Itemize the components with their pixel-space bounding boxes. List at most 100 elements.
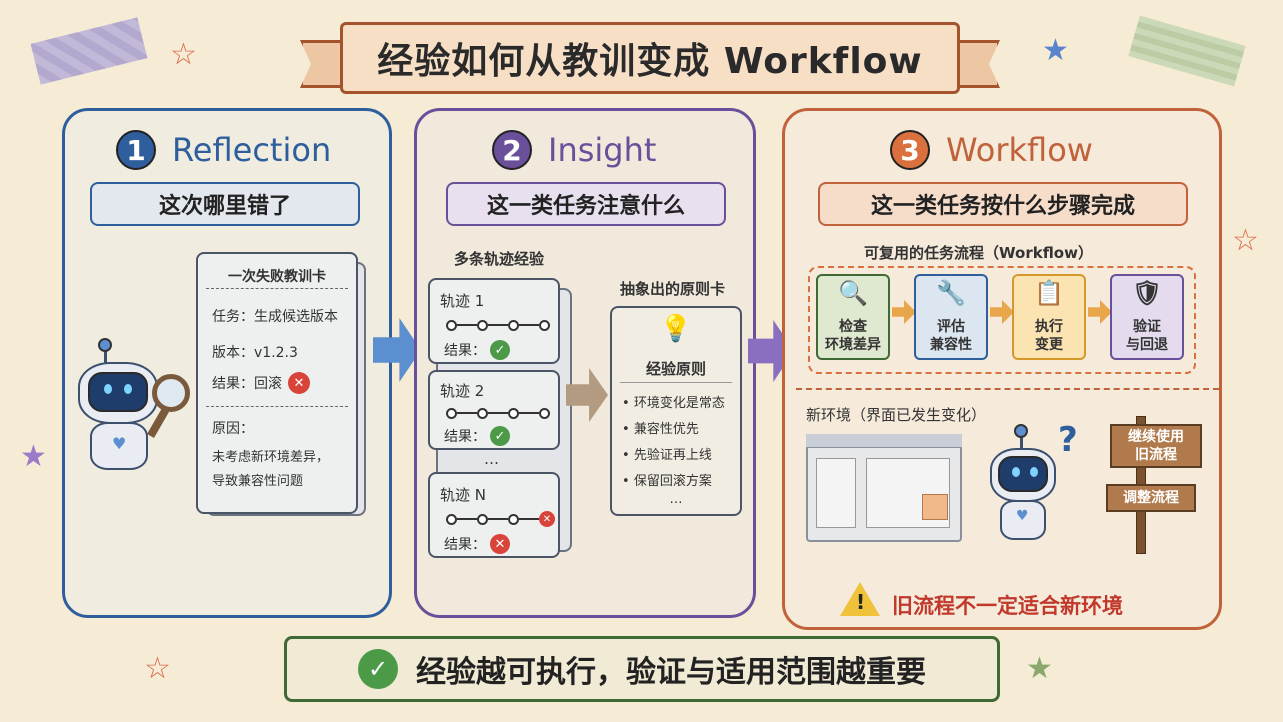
- divider: [206, 288, 348, 289]
- robot-eye: [1012, 467, 1020, 477]
- workflow-header: 可复用的任务流程（Workflow）: [864, 244, 1093, 262]
- robot-antenna: [1020, 430, 1023, 450]
- panel-workflow-subtitle: 这一类任务按什么步骤完成: [818, 182, 1188, 226]
- magnifier-icon: [152, 374, 190, 412]
- sign-keep-old-workflow: 继续使用 旧流程: [1110, 424, 1202, 468]
- step-number-badge: 3: [890, 130, 930, 170]
- failure-lesson-card: 一次失败教训卡 任务：生成候选版本 版本：v1.2.3 结果：回滚 ✕ 原因： …: [196, 252, 358, 514]
- trajectory-result: 结果：✕: [444, 534, 510, 554]
- step-label: 执行: [1035, 319, 1063, 335]
- step-label: 兼容性: [930, 337, 972, 353]
- workflow-step-verify: 🛡 验证 与回退: [1110, 274, 1184, 360]
- result-label: 结果：: [444, 429, 486, 445]
- star-icon: ☆: [170, 37, 197, 72]
- warning-icon-mark: !: [856, 590, 866, 614]
- principle-header: 抽象出的原则卡: [620, 280, 726, 298]
- divider: [796, 388, 1219, 390]
- robot-eye: [104, 384, 112, 394]
- principle-title: 经验原则: [645, 360, 706, 378]
- washi-tape-left: [30, 17, 148, 85]
- step-number-badge: 2: [492, 130, 532, 170]
- trajectory-label: 轨迹 1: [440, 292, 485, 310]
- principle-item: • 环境变化是常态: [622, 396, 725, 411]
- principle-item: • 兼容性优先: [622, 422, 699, 437]
- robot-antenna-ball: [1014, 424, 1028, 438]
- star-icon: ★: [1026, 651, 1053, 686]
- workflow-step-evaluate: 🔧 评估 兼容性: [914, 274, 988, 360]
- checklist-icon: 📋: [1034, 279, 1064, 307]
- window-titlebar: [806, 434, 962, 448]
- panel-reflection-subtitle: 这次哪里错了: [90, 182, 360, 226]
- more-trajectories: …: [484, 450, 499, 468]
- step-label: 评估: [937, 319, 965, 335]
- step-label: 环境差异: [825, 337, 881, 353]
- robot-body: [90, 422, 148, 470]
- panel-title-text: Insight: [548, 131, 657, 169]
- star-icon: ★: [1042, 33, 1069, 68]
- robot-eye: [124, 384, 132, 394]
- sign-text: 继续使用: [1128, 429, 1184, 445]
- trajectory-card-n: 轨迹 N ✕ 结果：✕: [428, 472, 560, 558]
- step-label: 变更: [1035, 337, 1063, 353]
- step-number-badge: 1: [116, 130, 156, 170]
- panel-title-text: Workflow: [946, 131, 1093, 169]
- robot-face: [88, 372, 148, 412]
- panel-title-text: Reflection: [172, 131, 332, 169]
- workflow-step-execute: 📋 执行 变更: [1012, 274, 1086, 360]
- magnifier-icon: 🔍: [838, 279, 868, 307]
- card-task: 任务：生成候选版本: [212, 309, 338, 325]
- wrench-icon: 🔧: [936, 279, 966, 307]
- page-title: 经验如何从教训变成 Workflow: [340, 22, 960, 94]
- key-takeaway-text: 经验越可执行，验证与适用范围越重要: [416, 655, 926, 690]
- star-icon: ★: [20, 439, 47, 474]
- step-label: 检查: [839, 319, 867, 335]
- trajectory-label: 轨迹 N: [440, 486, 486, 504]
- sign-adjust-workflow: 调整流程: [1106, 484, 1196, 512]
- panel-reflection-title: 1 Reflection: [116, 130, 331, 170]
- success-check-icon: ✓: [490, 340, 510, 360]
- card-reason-label: 原因：: [212, 421, 254, 437]
- result-label: 结果：: [444, 343, 486, 359]
- robot-antenna-ball: [98, 338, 112, 352]
- trajectory-path: [446, 318, 550, 332]
- robot-antenna: [104, 344, 107, 366]
- card-result-text: 结果：回滚: [212, 376, 282, 392]
- lightbulb-icon: 💡: [659, 314, 693, 344]
- workflow-dashed-frame: [808, 266, 1196, 374]
- check-circle-icon: ✓: [358, 649, 398, 689]
- step-label: 验证: [1133, 319, 1161, 335]
- robot-body: [1000, 500, 1046, 540]
- panel-insight-title: 2 Insight: [492, 130, 656, 170]
- panel-workflow-title: 3 Workflow: [890, 130, 1093, 170]
- heart-icon: ♥: [112, 434, 127, 453]
- trajectory-result: 结果：✓: [444, 426, 510, 446]
- robot-eye: [1030, 467, 1038, 477]
- card-title: 一次失败教训卡: [228, 269, 326, 285]
- principle-more: …: [669, 492, 683, 507]
- star-icon: ☆: [144, 651, 171, 686]
- star-icon: ☆: [1232, 223, 1259, 258]
- success-check-icon: ✓: [490, 426, 510, 446]
- window-highlight: [922, 494, 948, 520]
- washi-tape-right: [1128, 15, 1246, 87]
- trajectory-path: ✕: [446, 511, 555, 527]
- robot-face: [998, 456, 1048, 492]
- new-environment-label: 新环境（界面已发生变化）: [806, 406, 987, 424]
- heart-icon: ♥: [1016, 508, 1029, 524]
- result-label: 结果：: [444, 537, 486, 553]
- trajectory-card-2: 轨迹 2 结果：✓: [428, 370, 560, 450]
- fail-x-icon: ✕: [288, 372, 310, 394]
- trajectory-result: 结果：✓: [444, 340, 510, 360]
- principle-card: 💡 经验原则 • 环境变化是常态 • 兼容性优先 • 先验证再上线 • 保留回滚…: [610, 306, 742, 516]
- question-mark-icon: ?: [1058, 420, 1078, 460]
- card-reason-line1: 未考虑新环境差异，: [212, 450, 330, 465]
- trajectory-label: 轨迹 2: [440, 382, 485, 400]
- principle-item: • 保留回滚方案: [622, 474, 712, 489]
- panel-insight-subtitle: 这一类任务注意什么: [446, 182, 726, 226]
- shield-icon: 🛡: [1131, 279, 1163, 307]
- divider: [620, 382, 732, 383]
- card-version: 版本：v1.2.3: [212, 345, 298, 361]
- step-label: 与回退: [1126, 337, 1168, 353]
- fail-x-icon: ✕: [490, 534, 510, 554]
- trajectory-path: [446, 406, 550, 420]
